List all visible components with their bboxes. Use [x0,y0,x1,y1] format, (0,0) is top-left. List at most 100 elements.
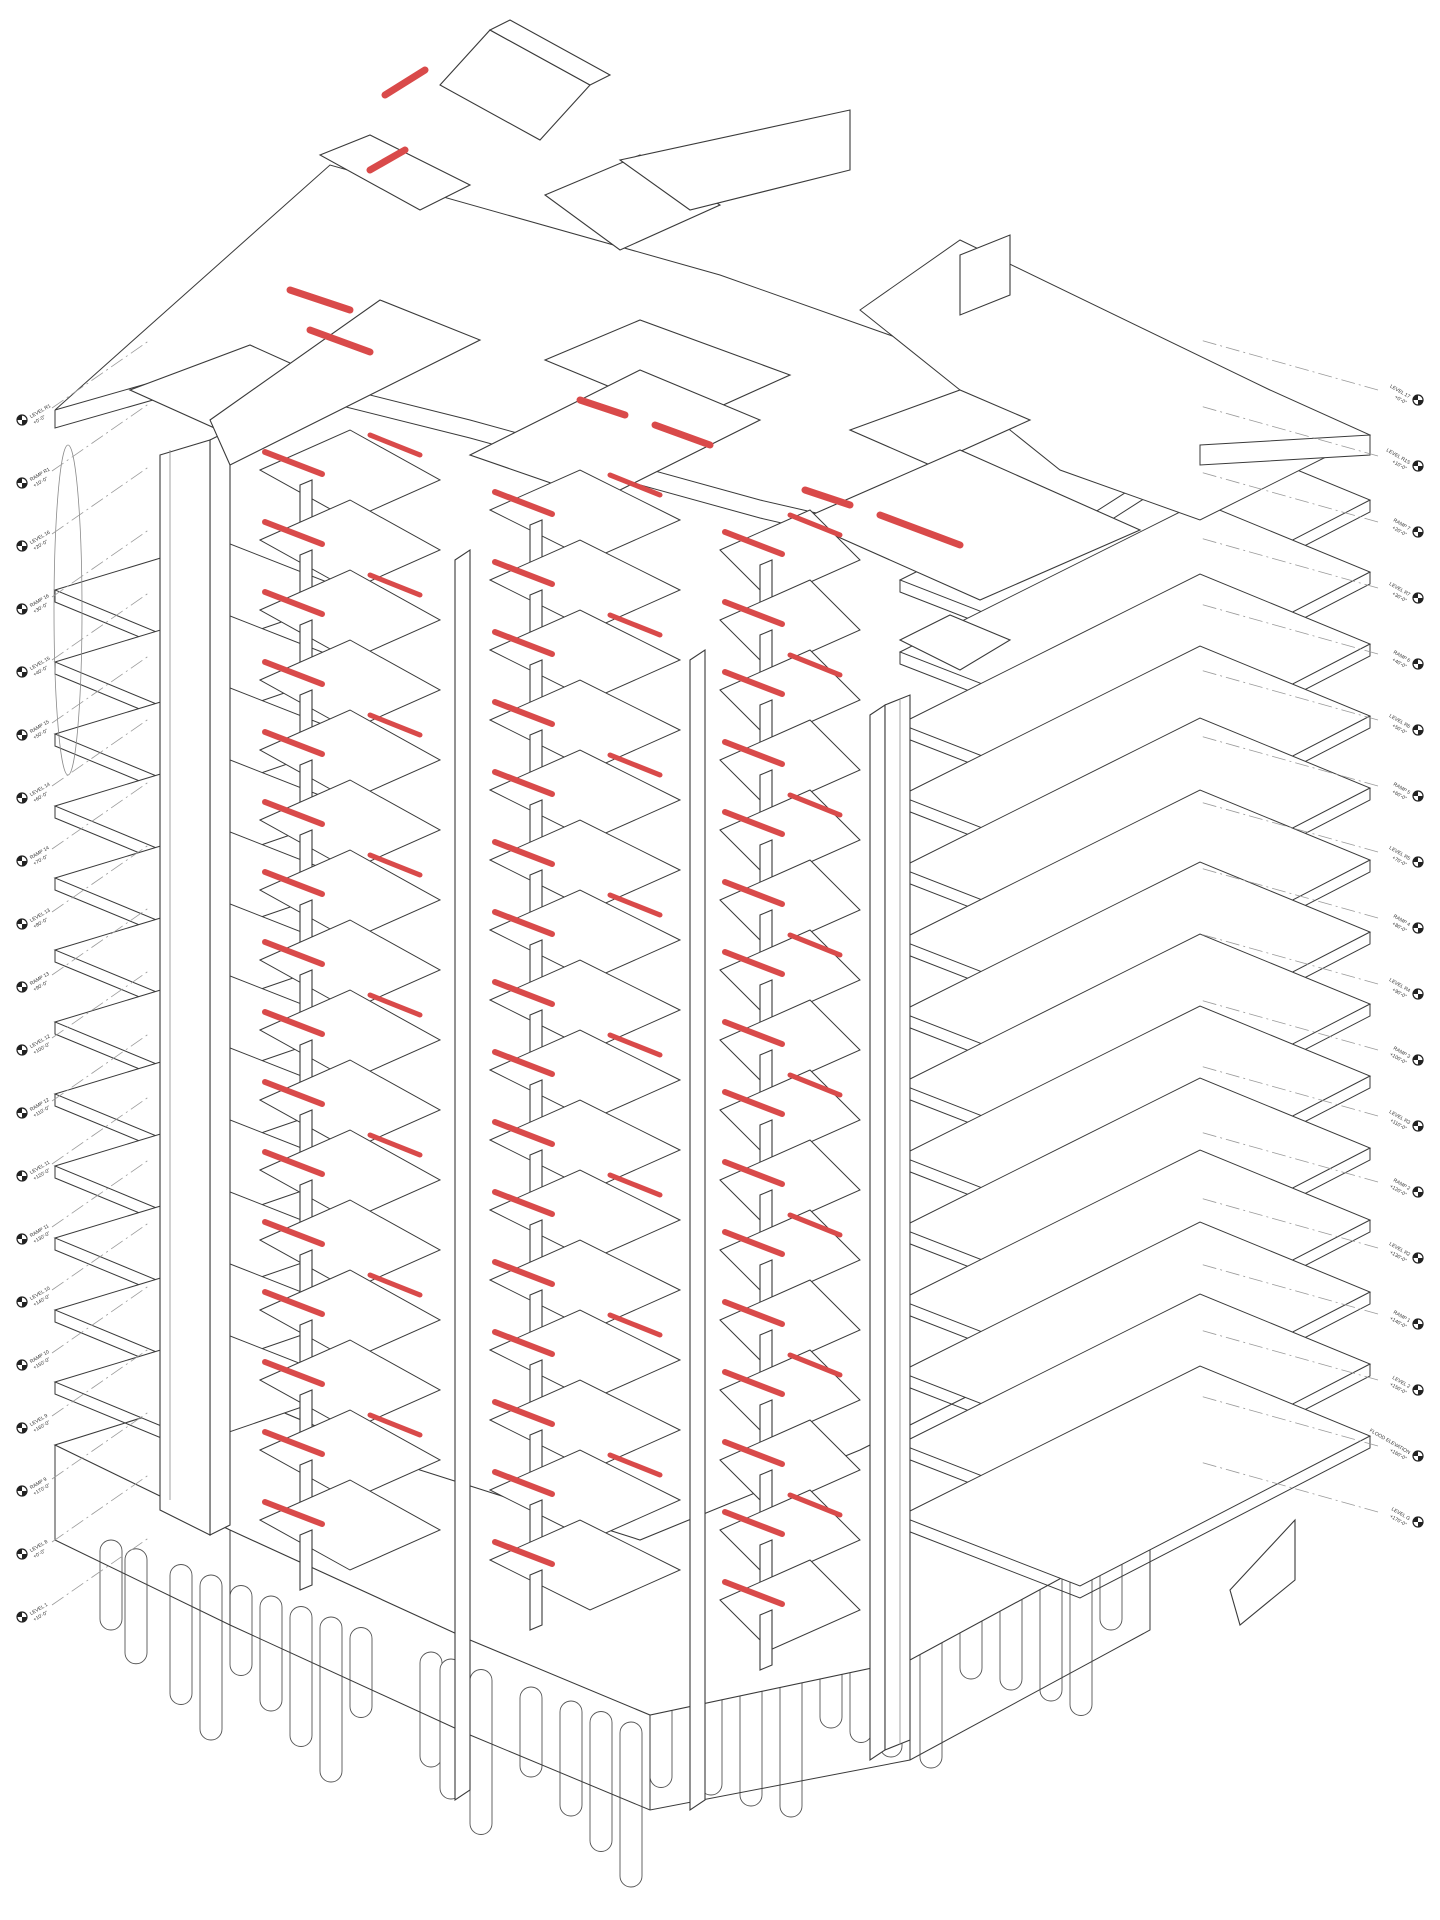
leader-line [51,1095,151,1165]
left-elevation-tag: RAMP 13+90'-0" [16,906,151,993]
transfer-beam [722,669,785,697]
balcony-slab [719,1349,861,1441]
level-marker-fill [1413,857,1423,867]
balcony-slab [719,1069,861,1161]
transfer-beam [262,799,325,827]
transfer-beam [492,839,555,867]
level-marker-fill [17,1171,27,1181]
transfer-beam [787,1492,843,1518]
right-elevation-tag: LEVEL G+170'-0" [1199,1461,1424,1528]
transfer-beam [492,629,555,657]
transfer-beam [492,559,555,587]
balcony-slab [258,639,442,731]
left-elevation-tag: RAMP 10+150'-0" [16,1284,151,1371]
balcony-slab [488,469,682,561]
leader-line [51,1158,151,1228]
balcony-slab [258,919,442,1011]
level-marker-fill [17,982,27,992]
transfer-beam [787,1212,843,1238]
transfer-beam [262,729,325,757]
leader-line [51,1473,151,1543]
level-marker-fill [1413,725,1423,735]
foundation-pile [589,1711,613,1852]
transfer-beam [607,752,663,778]
level-marker-fill [1413,659,1423,669]
roof-beam [306,326,374,356]
foundation-pile [559,1700,583,1817]
level-marker-fill [17,1108,27,1118]
core-walls [159,429,911,1812]
transfer-beam [262,1429,325,1457]
curved-screen-element [53,444,83,776]
level-marker-fill [17,919,27,929]
transfer-beam [787,1072,843,1098]
leader-line [1199,405,1379,457]
transfer-beam [492,1259,555,1287]
foundation-pile [124,1548,148,1665]
level-marker-fill [17,1045,27,1055]
transfer-beam [607,1172,663,1198]
leader-line [1199,1461,1379,1513]
transfer-beam [722,949,785,977]
transfer-beam [492,1329,555,1357]
right-elevation-tag: RAMP 5+60'-0" [1199,735,1424,802]
level-marker-fill [17,730,27,740]
leader-line [51,1284,151,1354]
transfer-beam [722,1369,785,1397]
leader-line [1199,1329,1379,1381]
leader-line [51,1221,151,1291]
transfer-beam [262,1149,325,1177]
balcony-slab [488,539,682,631]
transfer-beam [722,599,785,627]
balcony-slab [258,1409,442,1501]
leader-line [51,1347,151,1417]
foundation-pile [319,1616,343,1783]
balcony-slab [488,1099,682,1191]
balcony-slab [488,889,682,981]
roof-beam [366,146,409,174]
transfer-beam [722,1159,785,1187]
transfer-beam [367,572,423,598]
transfer-beam [262,869,325,897]
transfer-beam [722,1229,785,1257]
balcony-fin-wall [529,1569,543,1631]
level-marker-fill [1413,1121,1423,1131]
balcony-slab [719,1559,861,1651]
transfer-beam [722,739,785,767]
level-marker-fill [17,1549,27,1559]
foundation-pile [519,1686,543,1778]
transfer-beam [492,699,555,727]
transfer-beam [367,992,423,1018]
roof-beam [381,66,429,99]
leader-line [51,1536,151,1606]
left-elevation-tags: LEVEL R1+0'-0"RAMP R1+10'-0"LEVEL 16+20'… [16,339,151,1623]
balcony-slab [719,1279,861,1371]
roof-beam [576,396,629,419]
transfer-beam [607,1312,663,1338]
level-marker-fill [17,856,27,866]
transfer-beam [722,1509,785,1537]
transfer-beam [367,1132,423,1158]
right-elevation-tag: RAMP 2+120'-0" [1199,1131,1424,1198]
leader-line [1199,801,1379,853]
balcony-slab [488,1169,682,1261]
level-marker-fill [1413,1319,1423,1329]
leader-line [51,1410,151,1480]
balcony-slab [258,499,442,591]
transfer-beam [787,1352,843,1378]
transfer-beam [607,1452,663,1478]
leader-line [51,339,151,409]
leader-line [51,591,151,661]
level-tag-elevation: +0'-0" [33,414,47,426]
transfer-beam [492,489,555,517]
transfer-beam [787,932,843,958]
transfer-beam [492,909,555,937]
leader-line [1199,1395,1379,1447]
transfer-beam [492,1119,555,1147]
leader-line [1199,339,1379,391]
level-marker-fill [17,1486,27,1496]
balcony-slab [719,789,861,881]
leader-line [1199,669,1379,721]
transfer-beam [262,659,325,687]
transfer-beam [722,1019,785,1047]
